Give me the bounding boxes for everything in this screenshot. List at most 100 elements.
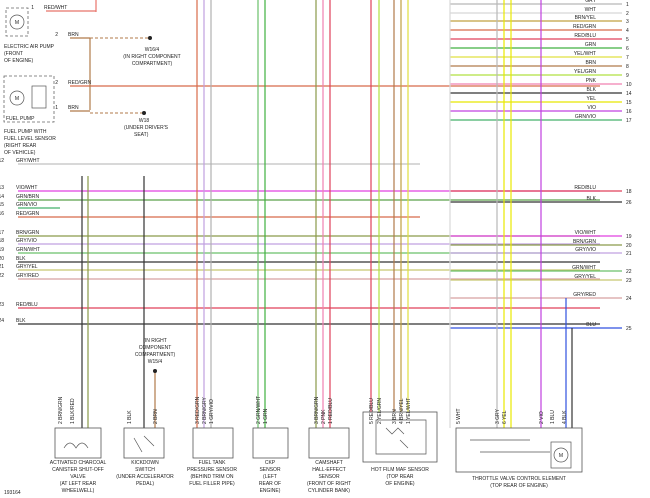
- diagram-id: 193164: [4, 490, 21, 496]
- maf-box: [362, 411, 438, 463]
- camshaft-caption-2: HALL-EFFECT: [312, 467, 346, 473]
- ckp-pin-1: 1 GRN: [263, 408, 269, 424]
- tank_pressure-pin-3: 3 RED/GRN: [195, 396, 201, 424]
- right-wire-num-10: 10: [626, 82, 632, 88]
- left-wire-color-16: RED/GRN: [16, 211, 39, 217]
- fuel-pump-caption-1: FUEL PUMP WITH: [4, 129, 47, 135]
- right-wire-color-4: RED/GRN: [573, 24, 596, 30]
- valve-coil-icon: [63, 442, 89, 449]
- right-wire-color-2: WHT: [585, 7, 596, 13]
- right-wire-color-9: YEL/GRN: [574, 69, 596, 75]
- left-wire-num-16: 16: [0, 211, 4, 217]
- kickdown-box: [123, 427, 165, 459]
- right-wire-num-15: 15: [626, 100, 632, 106]
- maf-pin-3: 3 BRN: [392, 409, 398, 424]
- right-wire-num-6: 6: [626, 46, 629, 52]
- right-wire-color-24: GRY/RED: [573, 292, 596, 298]
- right-wire-color-16: VIO: [587, 105, 596, 111]
- right-wire-color-3: BRN/YEL: [575, 15, 597, 21]
- throttle-circuit-icon: [470, 439, 550, 453]
- right-wire-num-17: 17: [626, 118, 632, 124]
- camshaft-pin-2: 2 PNK: [321, 409, 327, 424]
- ckp-pin-2: 2 GRN/WHT: [256, 396, 262, 424]
- right-wire-color-20: BRN/GRN: [573, 239, 596, 245]
- left-wire-color-17: BRN/GRN: [16, 230, 39, 236]
- canister-caption-4: (AT LEFT REAR: [60, 481, 97, 487]
- ground-w18-caption-2: SEAT): [134, 132, 149, 138]
- left-wire-num-2: 2: [55, 32, 58, 38]
- tank-pressure-box: [192, 427, 234, 459]
- right-wire-color-18: RED/BLU: [574, 185, 596, 191]
- air-pump-box: [5, 7, 29, 37]
- right-wire-color-19: VIO/WHT: [575, 230, 596, 236]
- canister-valve-box: [54, 427, 102, 459]
- left-wire-num-22: 22: [0, 273, 4, 279]
- ckp-caption-5: ENGINE): [260, 488, 281, 494]
- left-wire-color-1: RED/WHT: [44, 5, 67, 11]
- camshaft-caption-1: CAMSHAFT: [315, 460, 343, 466]
- tank-caption-1: FUEL TANK: [199, 460, 227, 466]
- right-wire-num-14: 14: [626, 91, 632, 97]
- air-pump-caption-3: OF ENGINE): [4, 58, 34, 64]
- right-wire-num-2: 2: [626, 11, 629, 17]
- right-wire-num-23: 23: [626, 278, 632, 284]
- right-wire-num-21: 21: [626, 251, 632, 257]
- fuel-pump-caption-2: FUEL LEVEL SENSOR: [4, 136, 56, 142]
- wire-layer: [18, 0, 622, 428]
- canister-caption-3: VALVE: [70, 474, 86, 480]
- tank_pressure-pin-2: 2 BRN/GRY: [202, 396, 208, 424]
- right-wire-color-15: YEL: [587, 96, 597, 102]
- fuel-pump-caption-3: (RIGHT REAR: [4, 143, 37, 149]
- maf-pin-5: 5 RED/BLU: [369, 398, 375, 424]
- left-wire-num-1: 1: [31, 5, 34, 11]
- ground-w16-icon: [148, 36, 152, 40]
- right-wire-num-9: 9: [626, 73, 629, 79]
- maf-pin-4: 4 BRN/YEL: [399, 398, 405, 424]
- tank_pressure-pin-1: 1 GRY/VIO: [209, 399, 215, 424]
- left-wire-color-20: BLK: [16, 256, 26, 262]
- switch-icon: [133, 435, 155, 453]
- right-wire-num-3: 3: [626, 19, 629, 25]
- left-wire-color-21: GRY/YEL: [16, 264, 38, 270]
- maf-circuit-icon: [375, 419, 427, 455]
- maf-caption-1: HOT FILM MAF SENSOR: [371, 467, 429, 473]
- right-wire-num-16: 16: [626, 109, 632, 115]
- kickdown-caption-3: (UNDER ACCELERATOR: [116, 474, 174, 480]
- left-wire-num-18: 18: [0, 238, 4, 244]
- right-wire-color-22: GRN/WHT: [572, 265, 596, 271]
- left-wire-color-19: GRN/WHT: [16, 247, 40, 253]
- ckp-caption-1: CKP: [265, 460, 276, 466]
- kickdown-pin-1: 1 BLK: [127, 410, 133, 424]
- throttle-motor-label: M: [559, 453, 563, 459]
- throttle-pin-3: 3 GRY: [495, 408, 501, 424]
- ground-w18-id: W18: [139, 118, 150, 124]
- left-wire-num-24: 24: [0, 318, 4, 324]
- throttle-motor-frame: [550, 441, 572, 469]
- left-wire-num-13: 13: [0, 185, 4, 191]
- canister-caption-5: WHEELWELL): [62, 488, 95, 494]
- right-wire-num-25: 25: [626, 326, 632, 332]
- ground-w16: W16/4 (IN RIGHT COMPONENT COMPARTMENT): [90, 36, 181, 67]
- right-wire-color-14: BLK: [587, 87, 597, 93]
- maf-caption-2: (TOP REAR: [386, 474, 413, 480]
- throttle-pin-1: 1 BLU: [550, 410, 556, 424]
- left-wire-num-23: 23: [0, 302, 4, 308]
- left-wire-num-21: 21: [0, 264, 4, 270]
- camshaft-box: [308, 427, 350, 459]
- left-wire-color-22: GRY/RED: [16, 273, 39, 279]
- throttle-pin-6: 6 YEL: [502, 410, 508, 424]
- air-pump-motor-icon: [9, 14, 25, 30]
- ground-w15-caption-3: COMPARTMENT): [135, 352, 176, 358]
- right-wire-color-1: GRY: [585, 0, 596, 4]
- ckp-box: [252, 427, 289, 459]
- camshaft-pin-1: 1 RED/BLU: [328, 398, 334, 424]
- right-wire-color-17: GRN/VIO: [575, 114, 596, 120]
- right-wire-num-26: 26: [626, 200, 632, 206]
- fuel-pump: M FUEL PUMP FUEL PUMP WITH FUEL LEVEL SE…: [3, 75, 56, 156]
- fuel-pump-motor-icon: [9, 90, 25, 106]
- right-wire-color-5: RED/BLU: [574, 33, 596, 39]
- maf-pin-1: 1 YEL/WHT: [406, 398, 412, 424]
- ground-w18: W18 (UNDER DRIVER'S SEAT): [90, 111, 169, 138]
- fuel-pump-box: [3, 75, 55, 123]
